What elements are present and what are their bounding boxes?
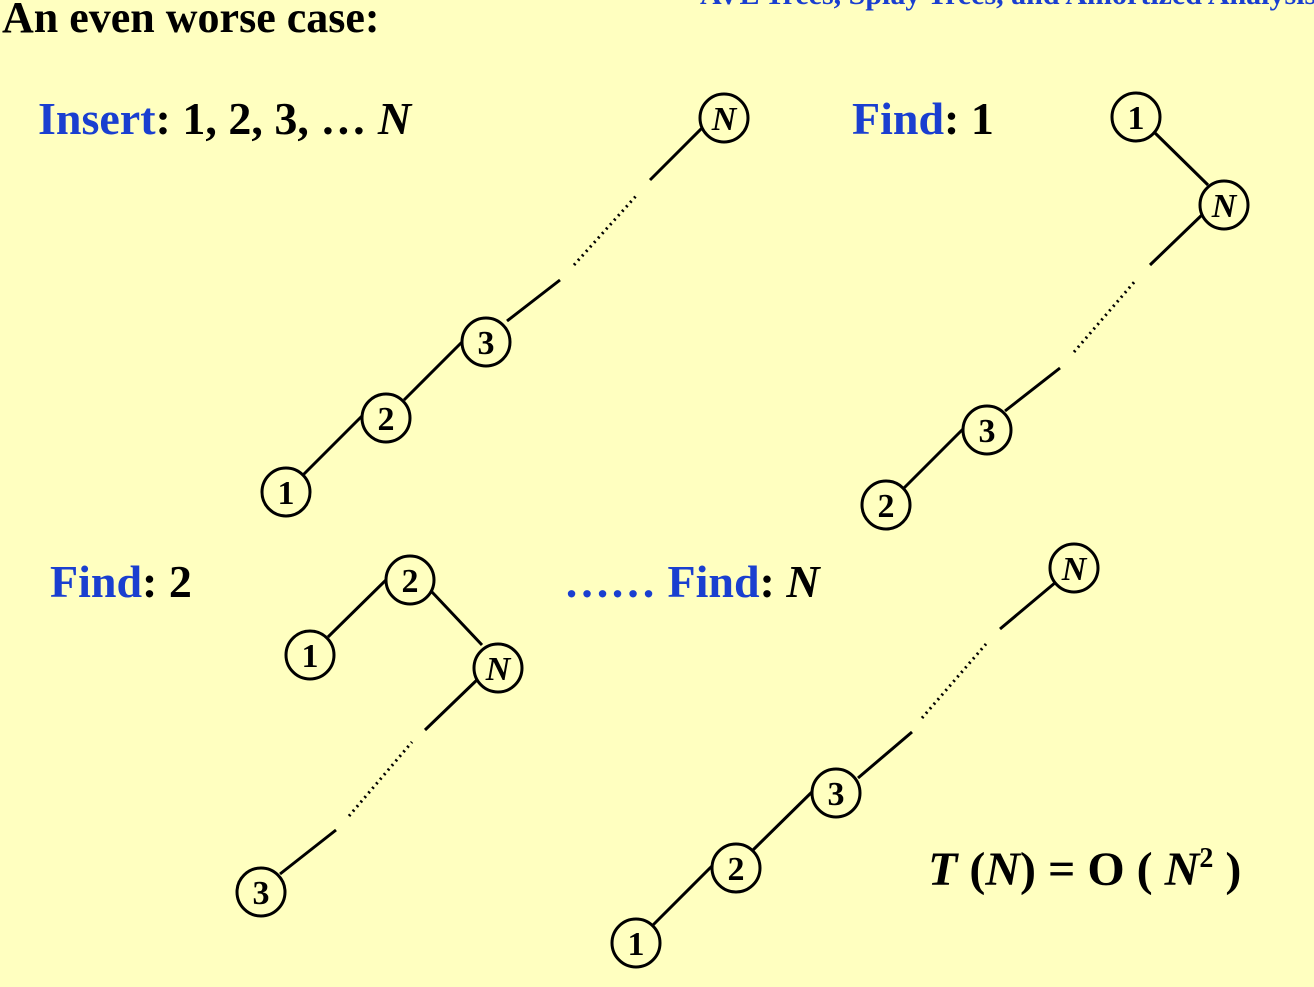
node-label: 2 (402, 563, 419, 600)
findN-keyword: Find (667, 556, 760, 607)
node-2 (360, 392, 412, 444)
node-3 (460, 316, 512, 368)
node-label: 1 (1128, 100, 1145, 137)
formula-paren-close: ) (1213, 843, 1242, 896)
find2-caption: Find: 2 (50, 555, 192, 608)
slide-title: An even worse case: (2, 0, 380, 42)
edge (857, 730, 913, 780)
node-label: 3 (478, 325, 495, 362)
edge (1148, 210, 1207, 267)
edge (902, 422, 970, 490)
edge (423, 675, 482, 732)
edge (999, 580, 1057, 631)
node-label: 3 (828, 776, 845, 813)
edge-dotted (347, 741, 414, 817)
node-1 (284, 629, 336, 681)
edge (301, 408, 370, 477)
node-2 (384, 554, 436, 606)
node-3 (810, 767, 862, 819)
edge (402, 334, 470, 402)
complexity-formula: T (N) = O ( N2 ) (928, 842, 1241, 897)
find2-value: 2 (168, 556, 192, 607)
node-label: 1 (278, 475, 295, 512)
findN-prefix: …… (564, 556, 668, 607)
node-label: 2 (728, 851, 745, 888)
node-n (1198, 179, 1250, 231)
node-1 (610, 917, 662, 969)
edge (651, 858, 720, 927)
formula-n: N (985, 843, 1020, 896)
formula-paren-open: ( (1124, 843, 1165, 896)
insert-sep: : (155, 93, 183, 144)
edge (648, 123, 707, 182)
node-label: N (1211, 188, 1238, 225)
node-n (698, 92, 750, 144)
node-label: N (1061, 551, 1088, 588)
node-label: 1 (628, 926, 645, 963)
formula-o: O (1087, 843, 1125, 896)
node-n (1048, 542, 1100, 594)
findN-var: N (786, 556, 820, 607)
find1-caption: Find: 1 (852, 92, 994, 145)
node-label: 2 (378, 401, 395, 438)
node-3 (961, 404, 1013, 456)
insert-caption: Insert: 1, 2, 3, … N (38, 92, 411, 145)
edge (506, 278, 561, 323)
formula-close: ) = (1019, 843, 1088, 896)
edge (430, 590, 484, 647)
formula-t: T (928, 843, 958, 896)
find1-sep: : (944, 93, 971, 144)
node-label: N (485, 651, 512, 688)
insert-var: N (377, 93, 412, 144)
edge (279, 828, 337, 876)
node-label: 2 (878, 488, 895, 525)
formula-exp: 2 (1199, 843, 1214, 874)
node-label: 3 (253, 875, 270, 912)
node-1 (1110, 91, 1162, 143)
find2-sep: : (142, 556, 169, 607)
insert-keyword: Insert (38, 93, 156, 144)
node-label: 3 (979, 413, 996, 450)
find2-keyword: Find (50, 556, 143, 607)
edge (1004, 366, 1061, 413)
findN-sep: : (759, 556, 787, 607)
node-2 (710, 842, 762, 894)
find1-keyword: Find (852, 93, 945, 144)
edge-dotted (572, 194, 638, 267)
node-n (472, 642, 524, 694)
findN-caption: …… Find: N (564, 555, 820, 608)
formula-n2: N (1164, 843, 1200, 896)
slide-header-right: AVL Trees, Splay Trees, and Amortized An… (700, 0, 1314, 12)
insert-values: 1, 2, 3, … (182, 93, 378, 144)
node-3 (235, 866, 287, 918)
edge-dotted (920, 643, 988, 719)
edge (751, 784, 820, 852)
node-label: 1 (302, 638, 319, 675)
edge (326, 574, 392, 639)
edge-dotted (1072, 279, 1138, 353)
node-label: N (711, 101, 738, 138)
edge (1150, 128, 1210, 187)
find1-value: 1 (970, 93, 994, 144)
node-2 (860, 479, 912, 531)
node-1 (260, 466, 312, 518)
formula-open: ( (957, 843, 986, 896)
